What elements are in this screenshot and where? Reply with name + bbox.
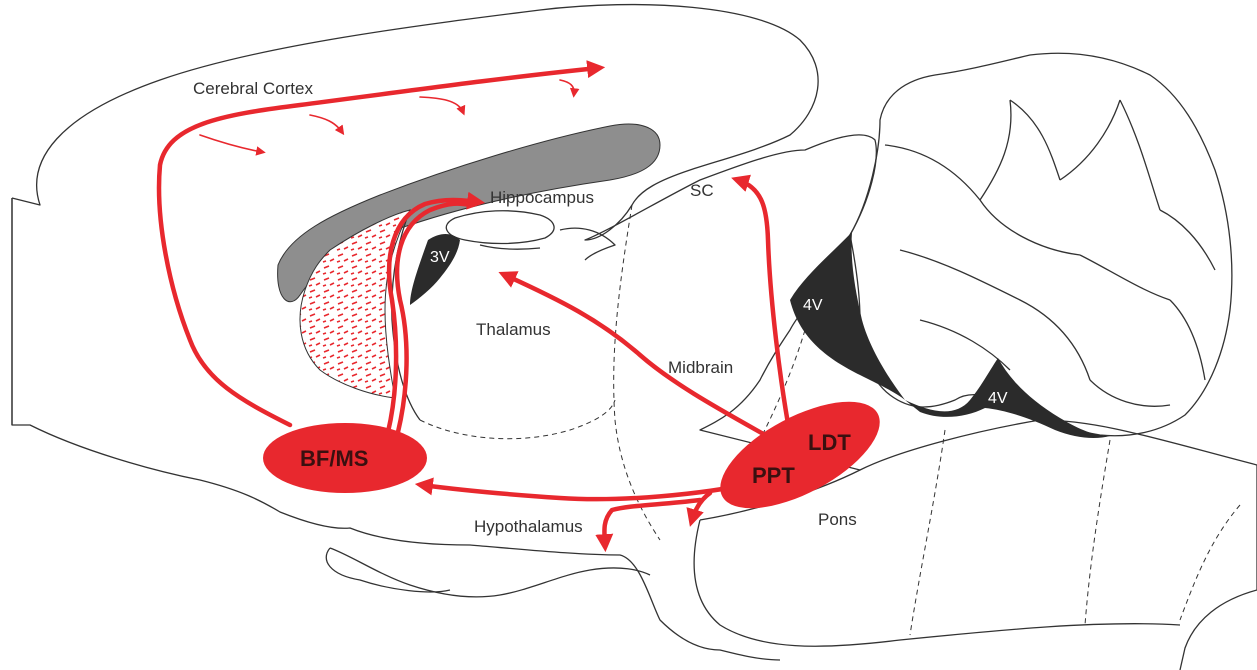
pons-label: Pons: [818, 510, 857, 529]
fourth-ventricle-upper: [790, 232, 905, 400]
third-ventricle-label: 3V: [430, 249, 450, 266]
midbrain-boundary-dashed: [614, 205, 660, 540]
thalamus-label: Thalamus: [476, 320, 551, 339]
bf-ms-label: BF/MS: [300, 446, 368, 471]
cortex-branch-4: [560, 80, 574, 94]
fourth-ventricle-upper-label: 4V: [803, 297, 823, 314]
ppt-to-bfms-pathway: [422, 482, 760, 499]
pons-dashed-3: [1180, 505, 1240, 620]
pons-outline: [694, 520, 1180, 646]
cerebellum-outline: [850, 53, 1232, 436]
ldt-label: LDT: [808, 430, 851, 455]
cerebral-cortex-label: Cerebral Cortex: [193, 79, 313, 98]
ppt-to-hypothalamus-pathway: [604, 500, 700, 545]
ldt-to-sc-pathway: [738, 180, 790, 435]
ppt-ventral-branch: [692, 493, 710, 520]
ppt-label: PPT: [752, 463, 795, 488]
ppt-ldt-nucleus: [704, 380, 895, 530]
ventral-lobe-outline: [330, 548, 650, 597]
ppt-to-thalamus-pathway: [505, 275, 795, 452]
fourth-ventricle-lower-label: 4V: [988, 390, 1008, 407]
sc-label: SC: [690, 181, 714, 200]
hippocampus-outline: [446, 211, 554, 244]
cortex-branch-2: [310, 115, 342, 132]
third-ventricle: [410, 234, 460, 305]
cerebellum-folia: [885, 100, 1215, 406]
cortex-branch-3: [420, 97, 463, 112]
thalamus-ventral-dashed: [420, 400, 615, 439]
pons-dashed-1: [910, 430, 945, 635]
cortex-branch-1: [200, 135, 262, 152]
hippocampus-label: Hippocampus: [490, 188, 594, 207]
midbrain-label: Midbrain: [668, 358, 733, 377]
pons-dashed-2: [1085, 440, 1110, 625]
hypothalamus-label: Hypothalamus: [474, 517, 583, 536]
